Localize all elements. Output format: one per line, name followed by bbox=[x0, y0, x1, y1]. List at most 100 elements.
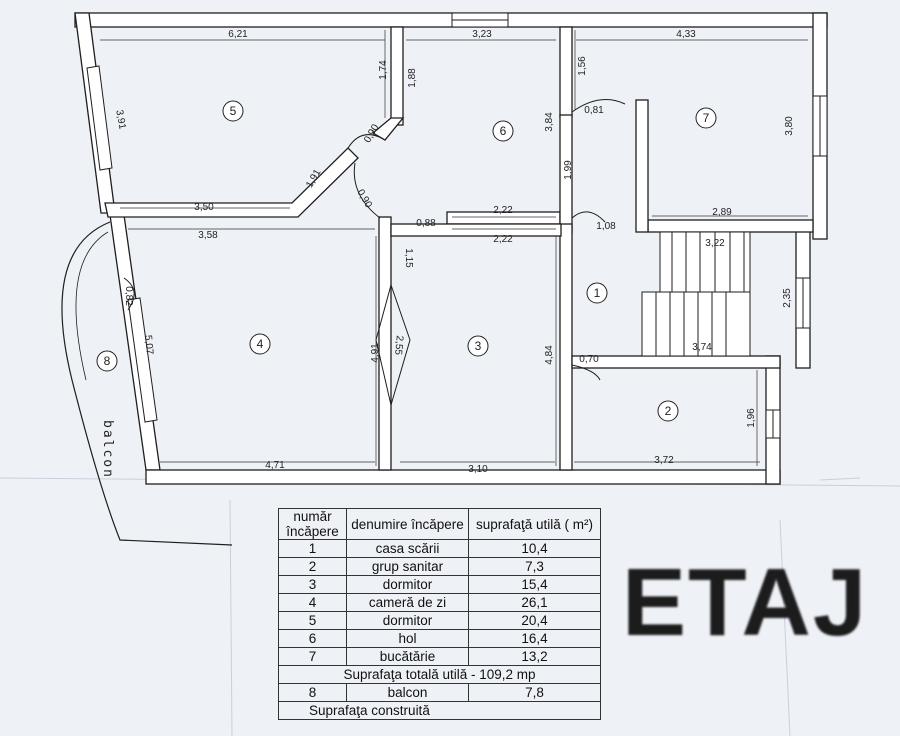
row-area: 15,4 bbox=[468, 575, 601, 594]
dim-label: 0,88 bbox=[416, 218, 436, 229]
table-row: 2 grup sanitar 7,3 bbox=[278, 557, 601, 576]
dim-label: 1,74 bbox=[378, 60, 389, 80]
row-room-name: balcon bbox=[346, 683, 469, 702]
room-number-1: 1 bbox=[594, 286, 601, 300]
row-room-name: cameră de zi bbox=[346, 593, 469, 612]
row-number: 2 bbox=[278, 557, 347, 576]
dim-label: 1,96 bbox=[746, 408, 757, 428]
dim-label: 2,55 bbox=[392, 335, 405, 356]
row-room-name: grup sanitar bbox=[346, 557, 469, 576]
dim-label: 4,91 bbox=[370, 343, 381, 363]
room-number-3: 3 bbox=[475, 339, 482, 353]
dim-label: 2,89 bbox=[712, 207, 732, 218]
dim-label: 3,58 bbox=[198, 230, 218, 241]
table-partial-row: Suprafaţa construită bbox=[278, 701, 601, 720]
dim-label: 5,07 bbox=[142, 335, 155, 356]
dim-label: 0,82 bbox=[123, 286, 134, 306]
room-number-8: 8 bbox=[104, 354, 111, 368]
row-number: 5 bbox=[278, 611, 347, 630]
dim-label: 3,72 bbox=[654, 455, 674, 466]
dim-label: 1,15 bbox=[403, 248, 414, 268]
row-area: 26,1 bbox=[468, 593, 601, 612]
balcony-inner-line bbox=[75, 231, 109, 381]
dim-label: 0,81 bbox=[584, 105, 604, 116]
table-row: 7 bucătărie 13,2 bbox=[278, 647, 601, 666]
dim-label: 4,71 bbox=[265, 460, 285, 471]
table-header-row: număr încăpere denumire încăpere suprafa… bbox=[278, 508, 601, 540]
dim-label: 3,22 bbox=[705, 238, 725, 249]
table-row: 1 casa scării 10,4 bbox=[278, 539, 601, 558]
room-marker-circle bbox=[695, 107, 717, 129]
dim-label: 0,90 bbox=[355, 188, 374, 211]
windows bbox=[86, 12, 828, 439]
dim-label: 0,70 bbox=[579, 354, 599, 365]
room-marker-circle bbox=[96, 350, 118, 372]
dim-label: 4,33 bbox=[676, 29, 696, 40]
dim-label: 1,56 bbox=[577, 56, 588, 76]
floor-title: ETAJ bbox=[622, 549, 869, 656]
dim-label: 2,35 bbox=[782, 288, 793, 308]
room-area-table: număr încăpere denumire încăpere suprafa… bbox=[278, 508, 601, 720]
balcony-label: balcon bbox=[100, 420, 115, 479]
room-markers: 1 2 3 4 5 6 7 8 bbox=[96, 100, 717, 422]
row-number: 8 bbox=[278, 683, 347, 702]
row-room-name: dormitor bbox=[346, 575, 469, 594]
table-header-area: suprafaţă utilă ( m²) bbox=[468, 508, 601, 540]
dim-label: 3,23 bbox=[472, 29, 492, 40]
room-marker-circle bbox=[249, 333, 271, 355]
room-marker-circle bbox=[657, 400, 679, 422]
table-row: 4 cameră de zi 26,1 bbox=[278, 593, 601, 612]
dim-label: 3,10 bbox=[468, 464, 488, 475]
room-number-4: 4 bbox=[257, 337, 264, 351]
dim-label: 3,74 bbox=[692, 342, 712, 353]
dim-label: 1,08 bbox=[596, 221, 616, 232]
row-number: 1 bbox=[278, 539, 347, 558]
built-area-partial: Suprafaţa construită bbox=[278, 701, 601, 720]
row-area: 13,2 bbox=[468, 647, 601, 666]
row-room-name: hol bbox=[346, 629, 469, 648]
staircase bbox=[641, 231, 751, 357]
row-room-name: dormitor bbox=[346, 611, 469, 630]
total-usable-area: Suprafaţa totală utilă - 109,2 mp bbox=[278, 665, 601, 684]
room-number-5: 5 bbox=[230, 104, 237, 118]
row-room-name: bucătărie bbox=[346, 647, 469, 666]
table-row: 8 balcon 7,8 bbox=[278, 683, 601, 702]
room-number-2: 2 bbox=[665, 404, 672, 418]
row-number: 3 bbox=[278, 575, 347, 594]
row-area: 16,4 bbox=[468, 629, 601, 648]
table-row: 5 dormitor 20,4 bbox=[278, 611, 601, 630]
dim-label: 3,84 bbox=[544, 112, 555, 132]
room-number-6: 6 bbox=[500, 124, 507, 138]
room-number-7: 7 bbox=[703, 111, 710, 125]
table-header-number: număr încăpere bbox=[278, 508, 347, 540]
room-marker-circle bbox=[222, 100, 244, 122]
dim-label: 1,99 bbox=[563, 160, 574, 180]
table-total-row: Suprafaţa totală utilă - 109,2 mp bbox=[278, 665, 601, 684]
dim-label: 3,50 bbox=[194, 202, 214, 213]
row-area: 20,4 bbox=[468, 611, 601, 630]
dim-label: 6,21 bbox=[228, 29, 248, 40]
row-area: 7,3 bbox=[468, 557, 601, 576]
row-area: 7,8 bbox=[468, 683, 601, 702]
row-number: 6 bbox=[278, 629, 347, 648]
table-row: 3 dormitor 15,4 bbox=[278, 575, 601, 594]
dim-label: 2,22 bbox=[493, 234, 513, 245]
dim-label: 1,88 bbox=[407, 68, 418, 88]
dimension-labels: 6,21 1,74 1,88 3,23 1,56 4,33 3,91 0,90 … bbox=[113, 29, 795, 475]
dim-label: 3,91 bbox=[113, 109, 127, 131]
row-area: 10,4 bbox=[468, 539, 601, 558]
room-marker-circle bbox=[492, 120, 514, 142]
row-number: 4 bbox=[278, 593, 347, 612]
table-header-name: denumire încăpere bbox=[346, 508, 469, 540]
table-row: 6 hol 16,4 bbox=[278, 629, 601, 648]
balcony-outline bbox=[61, 221, 233, 546]
dim-label: 3,80 bbox=[784, 116, 795, 136]
dimension-lines bbox=[100, 30, 808, 466]
room-marker-circle bbox=[467, 335, 489, 357]
dim-label: 4,84 bbox=[544, 345, 555, 365]
room-marker-circle bbox=[586, 282, 608, 304]
row-room-name: casa scării bbox=[346, 539, 469, 558]
row-number: 7 bbox=[278, 647, 347, 666]
